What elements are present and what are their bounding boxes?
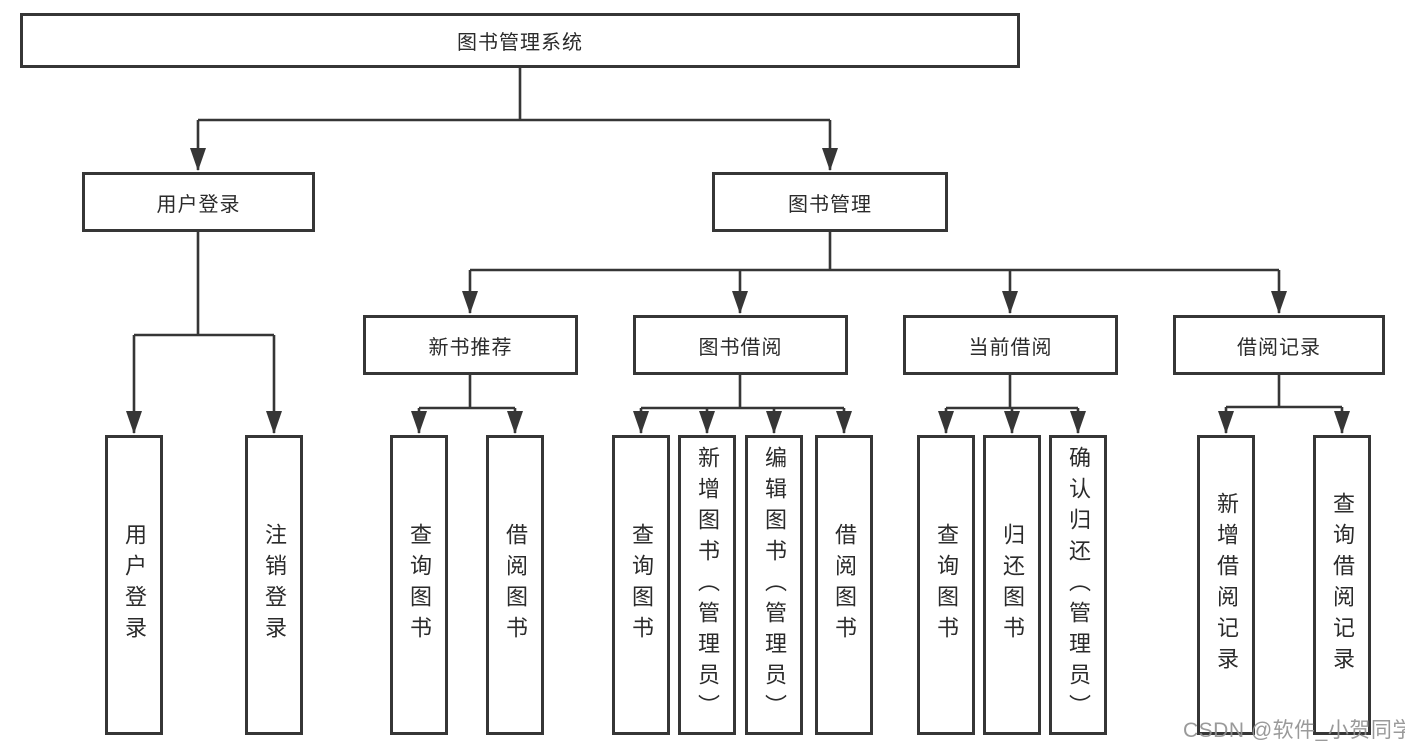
leaf-borrowing-query-books: 查询图书 bbox=[612, 435, 670, 735]
node-current-borrowing: 当前借阅 bbox=[903, 315, 1118, 375]
leaf-user-login: 用户登录 bbox=[105, 435, 163, 735]
connector-user-login-branch bbox=[134, 232, 274, 337]
leaf-borrowing-edit-books-admin-label: 编辑图书（管理员） bbox=[762, 445, 787, 725]
connector-book-mgmt-branch bbox=[470, 232, 1279, 272]
node-book-borrowing-label: 图书借阅 bbox=[698, 336, 783, 359]
connector-records-branch bbox=[1226, 375, 1342, 409]
leaf-records-query-record: 查询借阅记录 bbox=[1313, 435, 1371, 735]
node-book-borrowing: 图书借阅 bbox=[633, 315, 848, 375]
leaf-newbook-query-books-label: 查询图书 bbox=[407, 523, 432, 647]
leaf-current-return-books: 归还图书 bbox=[983, 435, 1041, 735]
leaf-borrowing-borrow-books: 借阅图书 bbox=[815, 435, 873, 735]
node-user-login: 用户登录 bbox=[82, 172, 315, 232]
leaf-current-return-books-label: 归还图书 bbox=[1000, 523, 1025, 647]
leaf-borrowing-add-books-admin-label: 新增图书（管理员） bbox=[695, 445, 720, 725]
node-current-borrowing-label: 当前借阅 bbox=[968, 336, 1053, 359]
connector-current-branch bbox=[946, 375, 1078, 410]
watermark: CSDN @软件_小贺同学 bbox=[1183, 719, 1405, 742]
leaf-borrowing-query-books-label: 查询图书 bbox=[629, 523, 654, 647]
leaf-logout: 注销登录 bbox=[245, 435, 303, 735]
node-book-management-label: 图书管理 bbox=[788, 193, 872, 216]
leaf-borrowing-edit-books-admin: 编辑图书（管理员） bbox=[745, 435, 803, 735]
node-user-login-label: 用户登录 bbox=[156, 193, 241, 216]
leaf-current-confirm-return-admin-label: 确认归还（管理员） bbox=[1066, 445, 1091, 725]
connector-borrow-branch bbox=[641, 375, 844, 410]
leaf-records-query-record-label: 查询借阅记录 bbox=[1330, 492, 1355, 678]
node-library-system-label: 图书管理系统 bbox=[457, 32, 583, 54]
leaf-borrowing-add-books-admin: 新增图书（管理员） bbox=[678, 435, 736, 735]
leaf-records-add-record-label: 新增借阅记录 bbox=[1214, 492, 1239, 678]
leaf-current-confirm-return-admin: 确认归还（管理员） bbox=[1049, 435, 1107, 735]
leaf-current-query-books-label: 查询图书 bbox=[934, 523, 959, 647]
node-library-system: 图书管理系统 bbox=[20, 13, 1020, 68]
connector-root-branch bbox=[198, 68, 830, 122]
node-new-book-recommend-label: 新书推荐 bbox=[428, 336, 513, 359]
node-borrowing-records-label: 借阅记录 bbox=[1237, 336, 1321, 359]
leaf-newbook-query-books: 查询图书 bbox=[390, 435, 448, 735]
leaf-borrowing-borrow-books-label: 借阅图书 bbox=[832, 523, 857, 647]
node-new-book-recommend: 新书推荐 bbox=[363, 315, 578, 375]
node-borrowing-records: 借阅记录 bbox=[1173, 315, 1385, 375]
connector-newbook-branch bbox=[419, 375, 515, 410]
leaf-records-add-record: 新增借阅记录 bbox=[1197, 435, 1255, 735]
leaf-newbook-borrow-books: 借阅图书 bbox=[486, 435, 544, 735]
leaf-user-login-label: 用户登录 bbox=[122, 523, 147, 647]
leaf-newbook-borrow-books-label: 借阅图书 bbox=[503, 523, 528, 647]
leaf-current-query-books: 查询图书 bbox=[917, 435, 975, 735]
node-book-management: 图书管理 bbox=[712, 172, 948, 232]
leaf-logout-label: 注销登录 bbox=[262, 523, 287, 647]
